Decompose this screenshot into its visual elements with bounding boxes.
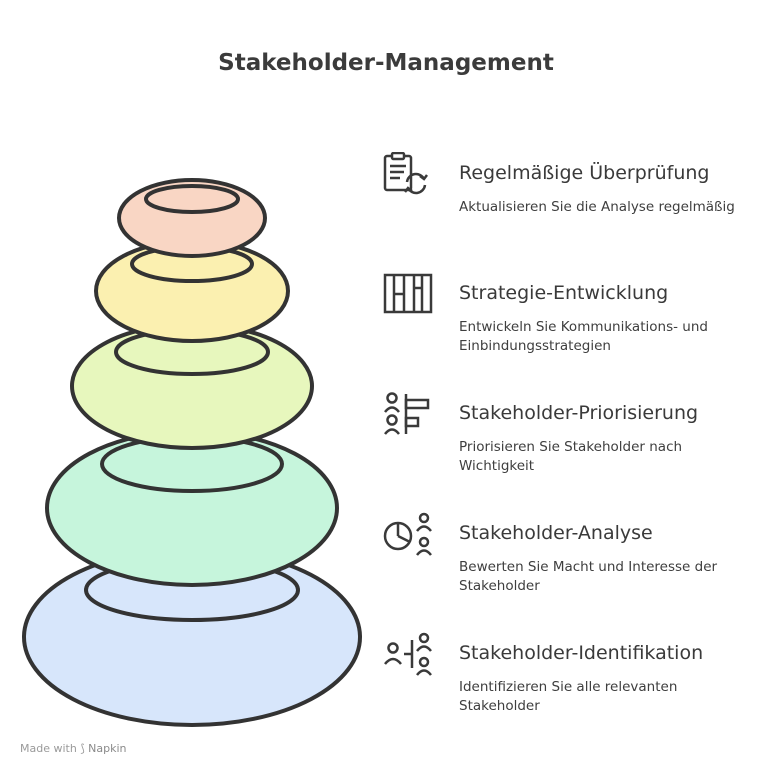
step-description: Identifizieren Sie alle relevanten Stake… <box>459 679 678 714</box>
people-network-icon <box>384 632 432 676</box>
step-label: Stakeholder-Priorisierung <box>459 402 699 424</box>
step-label: Stakeholder-Identifikation <box>459 642 704 664</box>
pie-chart-people-icon <box>383 512 432 556</box>
clipboard-refresh-icon <box>383 152 428 195</box>
step-description: Bewerten Sie Macht und Interesse der Sta… <box>459 559 718 594</box>
people-priority-icon <box>384 392 430 435</box>
napkin-logo-icon: ⟆ <box>80 742 85 755</box>
ring-stakeholder-priorisierung <box>70 322 314 450</box>
ring-stakeholder-analyse <box>45 429 339 587</box>
step-description: Priorisieren Sie Stakeholder nach Wichti… <box>459 439 683 474</box>
ring-regelmaessige-ueberpruefung <box>117 178 267 258</box>
step-label: Regelmäßige Überprüfung <box>459 162 710 184</box>
napkin-brand: Napkin <box>88 742 127 755</box>
made-with-footer: Made with ⟆ Napkin <box>20 742 126 755</box>
step-description: Entwickeln Sie Kommunikations- und Einbi… <box>459 319 708 354</box>
step-label: Stakeholder-Analyse <box>459 522 653 544</box>
step-description: Aktualisieren Sie die Analyse regelmäßig <box>459 199 735 215</box>
made-with-text: Made with <box>20 742 77 755</box>
step-label: Strategie-Entwicklung <box>459 282 669 304</box>
books-icon <box>383 273 433 314</box>
diagram-title: Stakeholder-Management <box>218 50 554 76</box>
ring-strategie-entwicklung <box>94 239 290 343</box>
